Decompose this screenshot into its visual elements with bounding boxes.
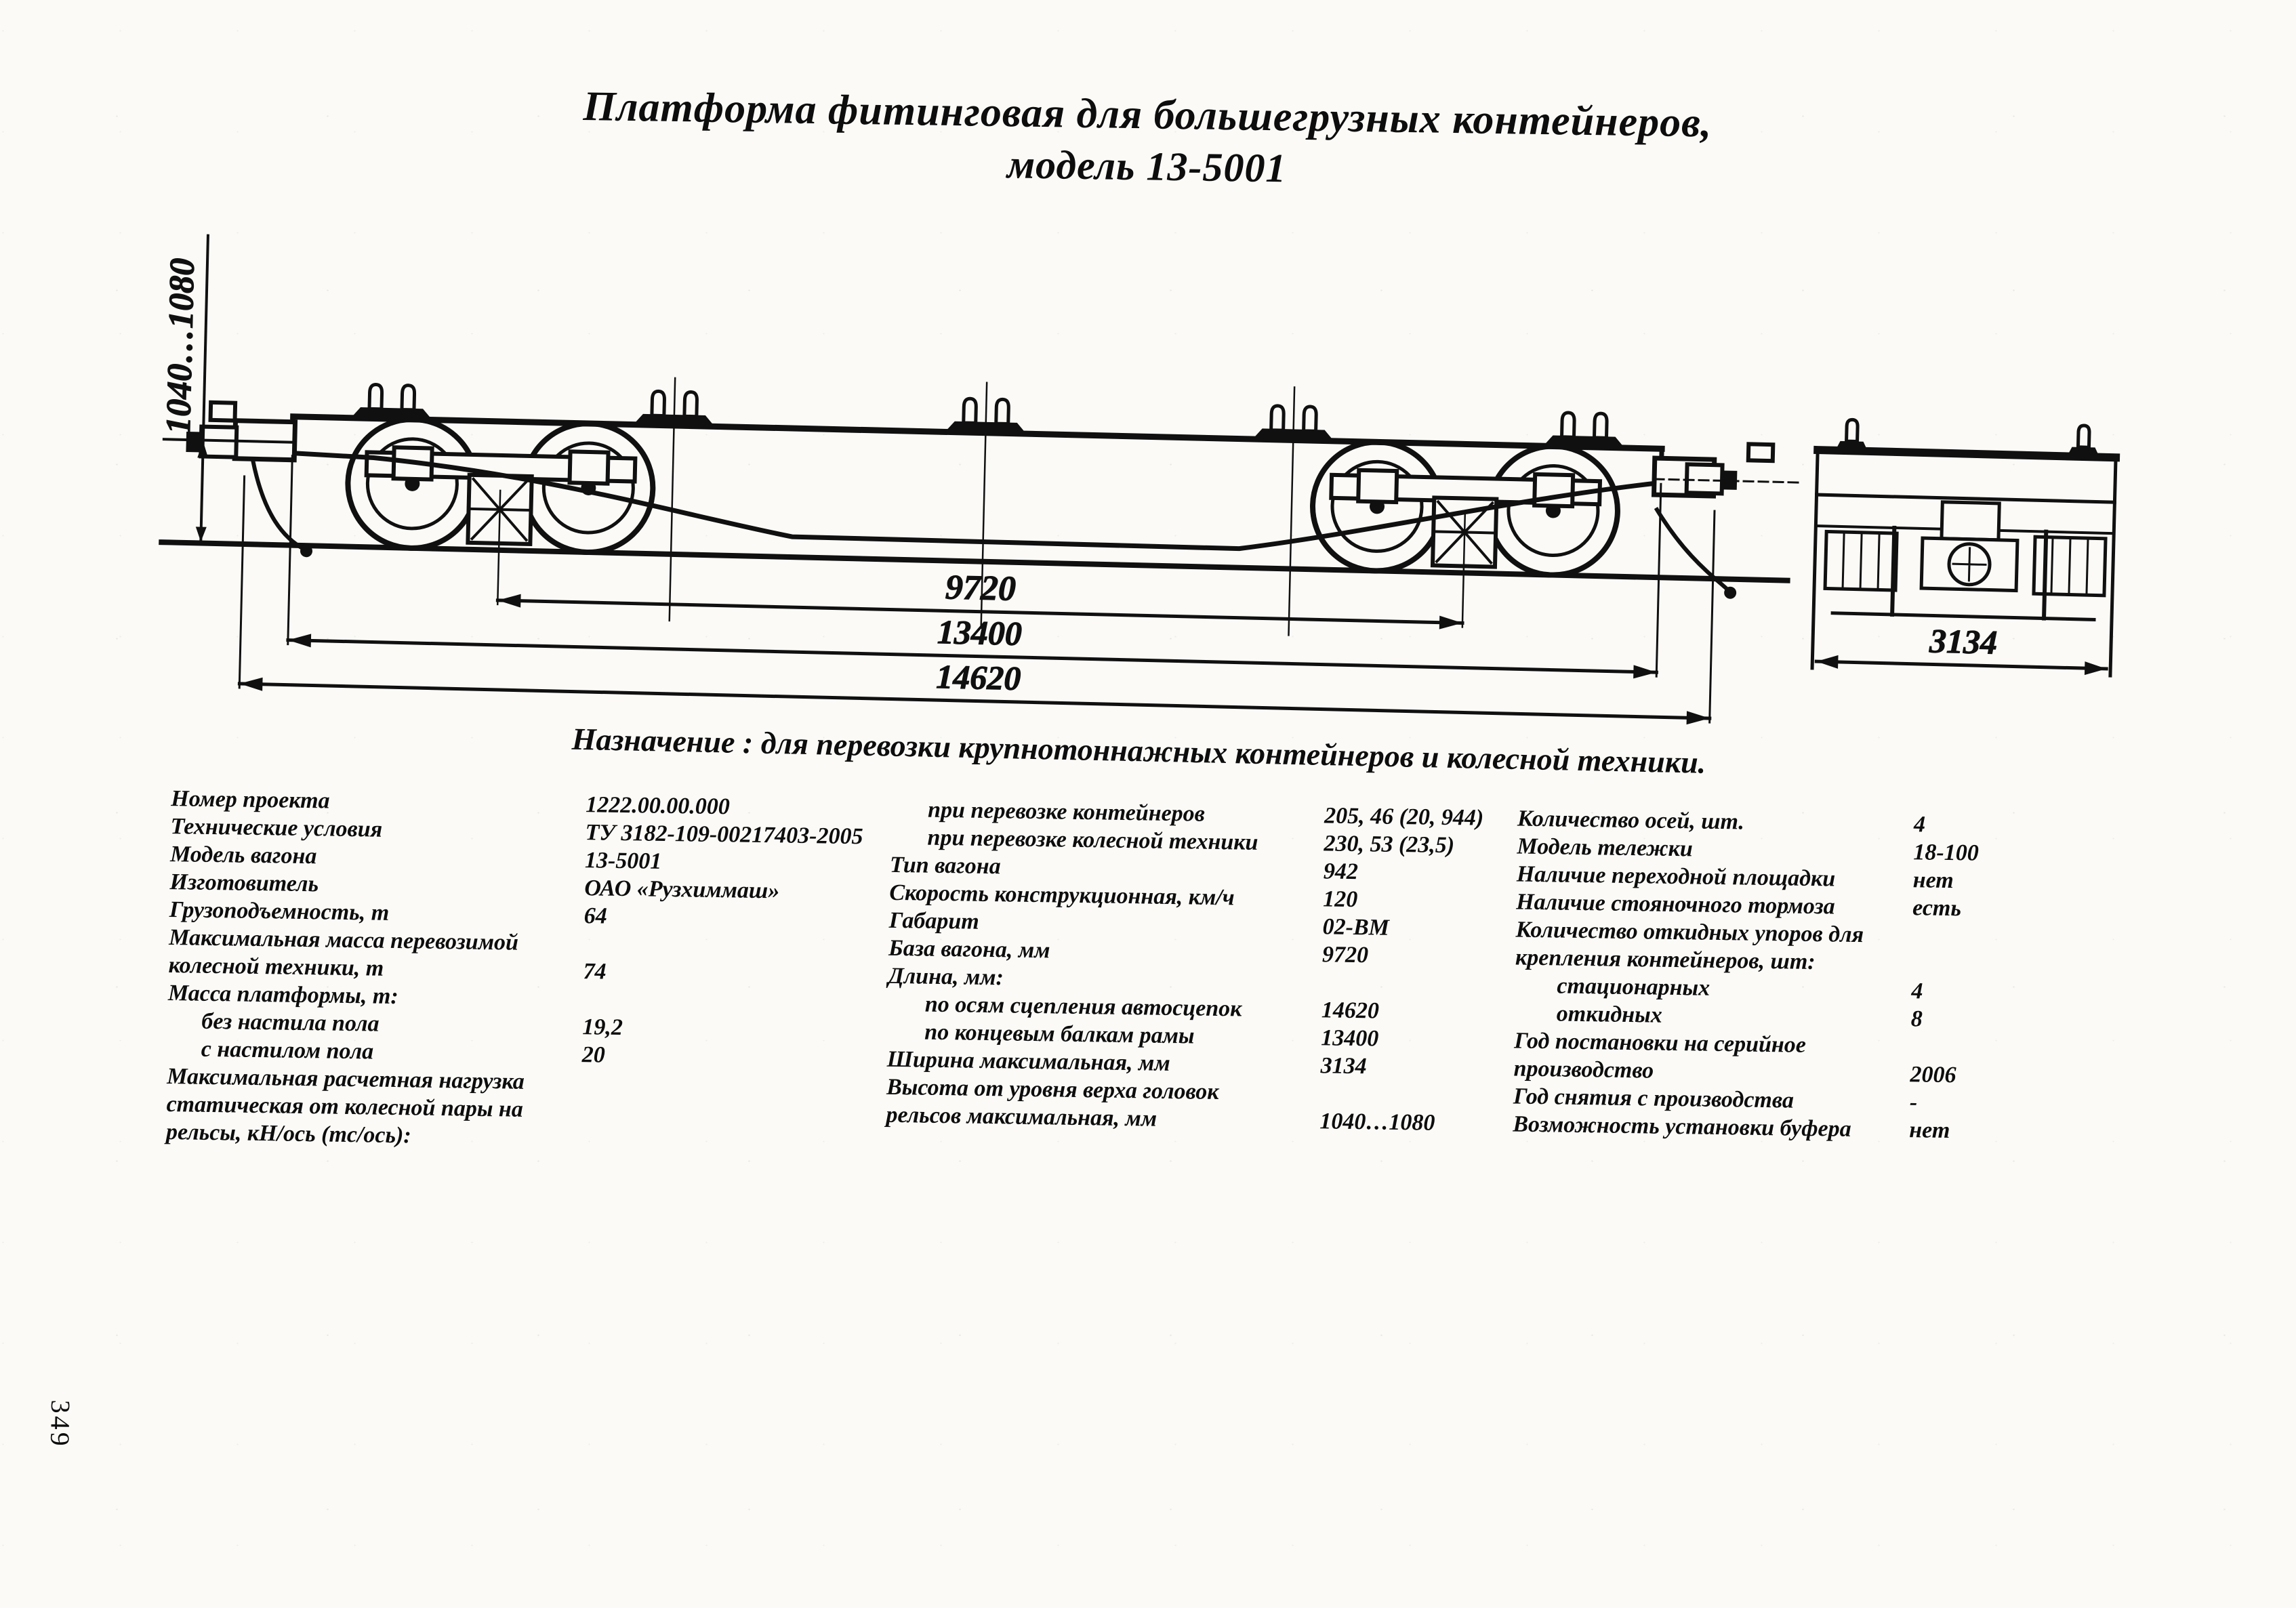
fitting-stop [1543, 411, 1625, 448]
spec-value: нет [1909, 1117, 1950, 1144]
dimension-label-14620: 14620 [936, 657, 1021, 697]
dimension-height: 1040…1080 [159, 234, 294, 545]
spec-value: 205, 46 (20, 944) [1324, 803, 1484, 831]
deck-top-line [290, 413, 1665, 452]
centerlines [496, 377, 1467, 636]
fitting-stop [1252, 404, 1334, 441]
dimension-label-13400: 13400 [937, 613, 1022, 653]
bogie-left [345, 416, 656, 555]
end-suspension-left [1823, 529, 1899, 592]
spec-value: 2006 [1910, 1062, 1956, 1088]
coupler-axis-centerline [1653, 478, 1801, 484]
dimension-label-3134: 3134 [1928, 621, 1997, 661]
spec-value: 4 [1911, 978, 1923, 1004]
spec-value: 942 [1323, 859, 1359, 885]
uncoupling-rod [250, 457, 308, 553]
spec-value: 3134 [1320, 1053, 1367, 1079]
spec-label: Возможность установки буфера [1513, 1111, 1851, 1142]
spec-value: 1222.00.00.000 [585, 792, 730, 820]
side-view: 1040…1080 9720 13400 [159, 234, 1801, 725]
coupler-right [1651, 442, 1801, 599]
container-fitting-stops [350, 383, 1625, 448]
rail-line [159, 539, 1790, 583]
spec-value: нет [1912, 867, 1954, 894]
spec-value: 120 [1323, 886, 1358, 913]
spec-value: 02-ВМ [1322, 914, 1390, 941]
spec-value: 4 [1913, 812, 1926, 838]
bogie-right [1310, 439, 1620, 578]
spec-value: есть [1912, 895, 1962, 922]
scanned-catalog-page: { "title": { "line1": "Платформа фитинго… [0, 0, 2296, 1575]
page-number: 349 [45, 1399, 77, 1449]
spec-value: - [1909, 1090, 1918, 1115]
dimension-frame-length: 13400 [286, 455, 1662, 679]
end-fitting-stop [1835, 417, 2100, 457]
dimension-bogie-base: 9720 [495, 568, 1464, 630]
spec-value: 20 [581, 1042, 606, 1068]
spec-value: 8 [1910, 1006, 1923, 1032]
spec-value: 14620 [1321, 997, 1380, 1024]
end-view: 3134 [1810, 417, 2120, 678]
dimension-end-width: 3134 [1814, 621, 2108, 676]
dimension-coupler-length: 14620 [237, 475, 1716, 725]
spec-value: 13-5001 [584, 848, 662, 874]
spec-value: 74 [583, 959, 607, 985]
uncoupling-rod [1654, 507, 1733, 594]
spec-value: 64 [583, 903, 608, 929]
spec-value: ТУ 3182-109-00217403-2005 [585, 820, 863, 850]
spec-value: 13400 [1320, 1025, 1379, 1052]
fitting-stop [350, 383, 432, 420]
spec-value: 18-100 [1913, 840, 1980, 866]
spec-value: 19,2 [582, 1014, 623, 1041]
end-center-gear [1919, 500, 2020, 593]
end-suspension-right [2032, 535, 2108, 598]
spec-value: 230, 53 (23,5) [1324, 831, 1455, 859]
dimension-label-9720: 9720 [945, 568, 1016, 608]
dimension-label-height: 1040…1080 [159, 257, 202, 434]
spec-value: 1040…1080 [1319, 1109, 1435, 1136]
spec-value: ОАО «Рузхиммаш» [584, 875, 780, 904]
spec-value: 9720 [1321, 942, 1369, 968]
